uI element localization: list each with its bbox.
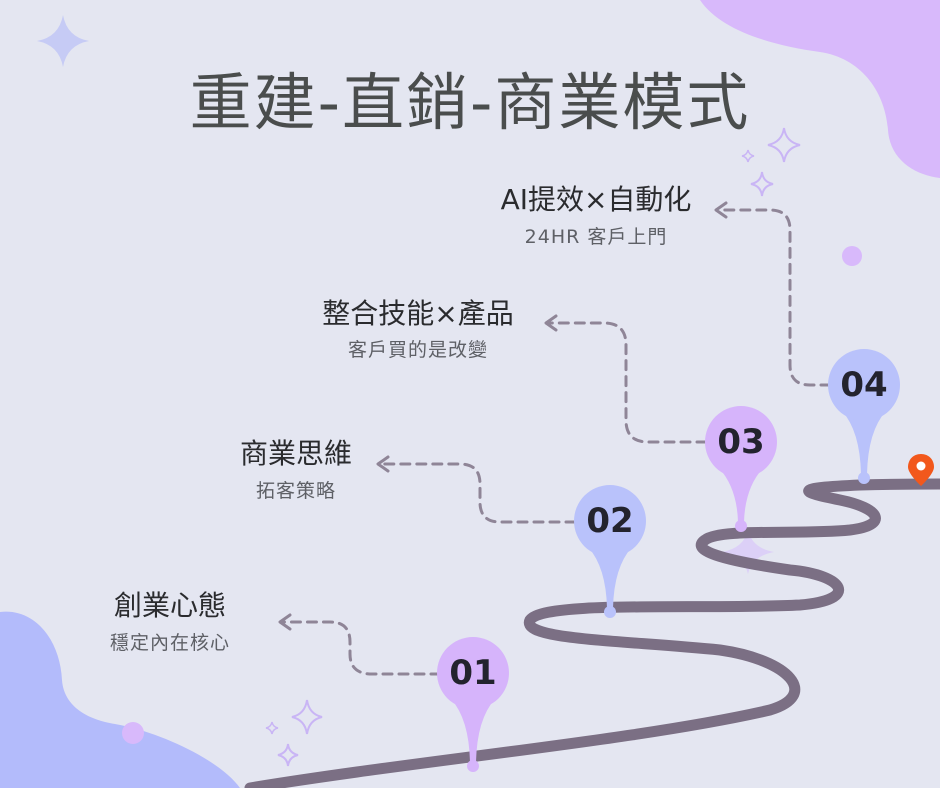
- connector-04: [716, 208, 832, 387]
- sparkle-icon: [277, 743, 299, 767]
- sparkle-icon: [265, 721, 279, 735]
- top-right-blob: [700, 0, 940, 178]
- arrowhead-02: [376, 455, 390, 473]
- marker-03-number: 03: [717, 422, 765, 462]
- marker-04-number: 04: [840, 365, 888, 405]
- step-01-title: 創業心態: [113, 589, 227, 622]
- location-pin-icon: [908, 454, 934, 486]
- bottom-left-blob: [0, 611, 240, 788]
- connector-01: [280, 620, 442, 676]
- marker-02-number: 02: [586, 501, 634, 541]
- step-01-subtitle: 穩定內在核心: [109, 632, 231, 654]
- dot-left: [122, 722, 144, 744]
- step-04-subtitle: 24HR 客戶上門: [524, 226, 668, 248]
- sparkle-icon: [741, 149, 755, 163]
- marker-02: [574, 485, 646, 618]
- step-03-title: 整合技能×產品: [322, 297, 514, 330]
- sparkle-icon: [37, 15, 89, 67]
- dot-right: [842, 246, 862, 266]
- connector-03: [546, 321, 708, 444]
- step-02-subtitle: 拓客策略: [255, 480, 337, 502]
- sparkle-icon: [291, 699, 323, 735]
- step-02-title: 商業思維: [239, 437, 353, 470]
- step-04-title: AI提效×自動化: [500, 183, 692, 216]
- step-03-subtitle: 客戶買的是改變: [347, 339, 489, 361]
- marker-01: [437, 637, 509, 772]
- sparkle-icon: [750, 171, 774, 197]
- page-title: 重建-直銷-商業模式: [189, 66, 751, 139]
- marker-01-number: 01: [449, 653, 497, 693]
- arrowhead-01: [278, 613, 292, 631]
- arrowhead-03: [544, 314, 558, 332]
- connector-02: [378, 462, 577, 524]
- marker-04: [828, 349, 900, 484]
- sparkle-icon: [722, 530, 774, 574]
- winding-road: [244, 478, 940, 788]
- arrowhead-04: [714, 201, 728, 219]
- sparkle-icon: [767, 127, 801, 163]
- marker-03: [705, 406, 777, 532]
